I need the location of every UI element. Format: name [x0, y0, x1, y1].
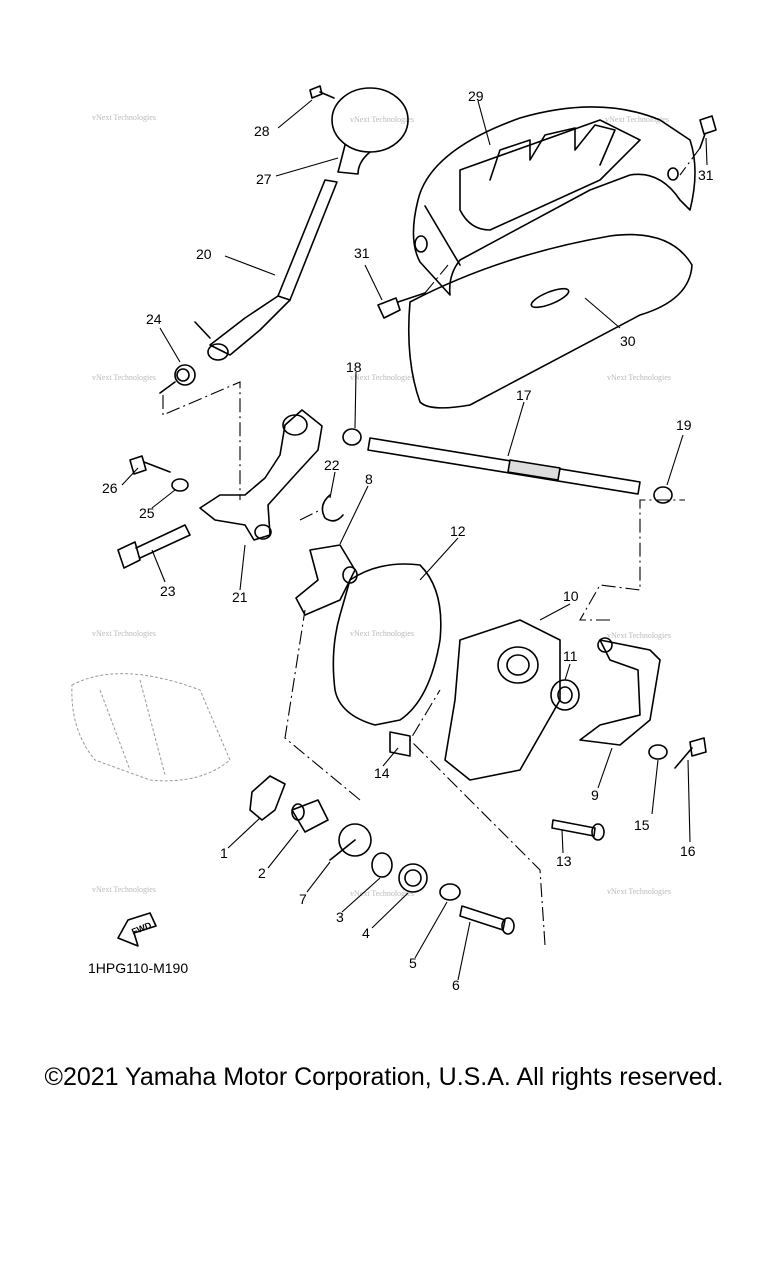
part-19-nut: [653, 486, 673, 504]
watermark-text: vNext Technologies: [92, 629, 156, 638]
callout-23: 23: [160, 583, 176, 599]
part-14-dowel: [389, 731, 411, 757]
part-25-washer: [171, 478, 189, 492]
watermark-text: vNext Technologies: [350, 629, 414, 638]
callout-7: 7: [299, 891, 307, 907]
part-6-bolt: [459, 905, 515, 935]
callout-8: 8: [365, 471, 373, 487]
part-30-boot: [407, 233, 693, 409]
callout-9: 9: [591, 787, 599, 803]
part-26-bolt: [129, 455, 171, 475]
part-23-bolt: [117, 524, 191, 569]
watermark-text: vNext Technologies: [92, 113, 156, 122]
part-22-circlip: [321, 494, 344, 522]
part-31-bolts: [377, 115, 717, 319]
callout-29: 29: [468, 88, 484, 104]
callout-4: 4: [362, 925, 370, 941]
callout-13: 13: [556, 853, 572, 869]
callout-14: 14: [374, 765, 390, 781]
part-13-bolt: [551, 819, 605, 841]
part-21-shift-arm: [199, 409, 323, 541]
part-18-nut: [342, 428, 362, 446]
callout-31: 31: [698, 167, 714, 183]
assembly-guides: [162, 381, 685, 946]
part-16-bolt: [674, 737, 707, 769]
diagram-code: 1HPG110-M190: [88, 960, 189, 976]
callout-3: 3: [336, 909, 344, 925]
callout-1: 1: [220, 845, 228, 861]
callout-22: 22: [324, 457, 340, 473]
part-17-shaft: [367, 437, 641, 495]
callout-2: 2: [258, 865, 266, 881]
part-28-screw: [309, 85, 335, 99]
callout-16: 16: [680, 843, 696, 859]
watermark-text: vNext Technologies: [92, 373, 156, 382]
watermark-text: vNext Technologies: [605, 115, 669, 124]
callout-18: 18: [346, 359, 362, 375]
watermarks: vNext Technologies vNext Technologies vN…: [92, 113, 671, 898]
part-29-shift-gate: [412, 106, 696, 296]
fwd-label: FWD: [130, 920, 153, 937]
part-1-lever: [249, 775, 286, 821]
callout-27: 27: [256, 171, 272, 187]
callout-26: 26: [102, 480, 118, 496]
watermark-text: vNext Technologies: [350, 115, 414, 124]
callout-12: 12: [450, 523, 466, 539]
part-2-collar: [291, 799, 329, 833]
callout-10: 10: [563, 588, 579, 604]
parts-diagram: vNext Technologies vNext Technologies vN…: [71, 85, 717, 993]
part-15-washer: [648, 744, 668, 760]
part-7-gear: [329, 823, 372, 861]
part-12-gasket: [332, 563, 442, 726]
leader-lines: [121, 99, 708, 981]
callout-24: 24: [146, 311, 162, 327]
part-24-spring: [159, 364, 196, 394]
callout-30: 30: [620, 333, 636, 349]
watermark-text: vNext Technologies: [607, 887, 671, 896]
watermark-text: vNext Technologies: [350, 373, 414, 382]
callout-21: 21: [232, 589, 248, 605]
callout-25: 25: [139, 505, 155, 521]
callout-5: 5: [409, 955, 417, 971]
callout-17: 17: [516, 387, 532, 403]
callout-labels: 1 2 3 4 5 6 7 8 9 10 11 12 13 14 15 16 1…: [102, 88, 714, 993]
part-8-segment: [295, 544, 358, 616]
part-5-washer: [439, 883, 461, 901]
part-11-seal: [550, 679, 580, 711]
copyright-notice: ©2021 Yamaha Motor Corporation, U.S.A. A…: [44, 1063, 724, 1091]
watermark-text: vNext Technologies: [607, 631, 671, 640]
part-20-shift-lever: [194, 179, 338, 361]
watermark-text: vNext Technologies: [607, 373, 671, 382]
watermark-text: vNext Technologies: [92, 885, 156, 894]
fwd-arrow: FWD: [117, 912, 157, 947]
callout-15: 15: [634, 817, 650, 833]
callout-6: 6: [452, 977, 460, 993]
callout-20: 20: [196, 246, 212, 262]
shift-drum-reference: [71, 673, 231, 782]
part-10-cover: [444, 619, 561, 781]
part-4-spring: [398, 863, 428, 893]
part-27-knob: [331, 87, 409, 175]
part-9-stopper: [579, 637, 661, 746]
callout-19: 19: [676, 417, 692, 433]
watermark-text: vNext Technologies: [350, 889, 414, 898]
callout-31-second: 31: [354, 245, 370, 261]
part-3-washer: [371, 852, 393, 878]
callout-11: 11: [563, 648, 578, 664]
callout-28: 28: [254, 123, 270, 139]
